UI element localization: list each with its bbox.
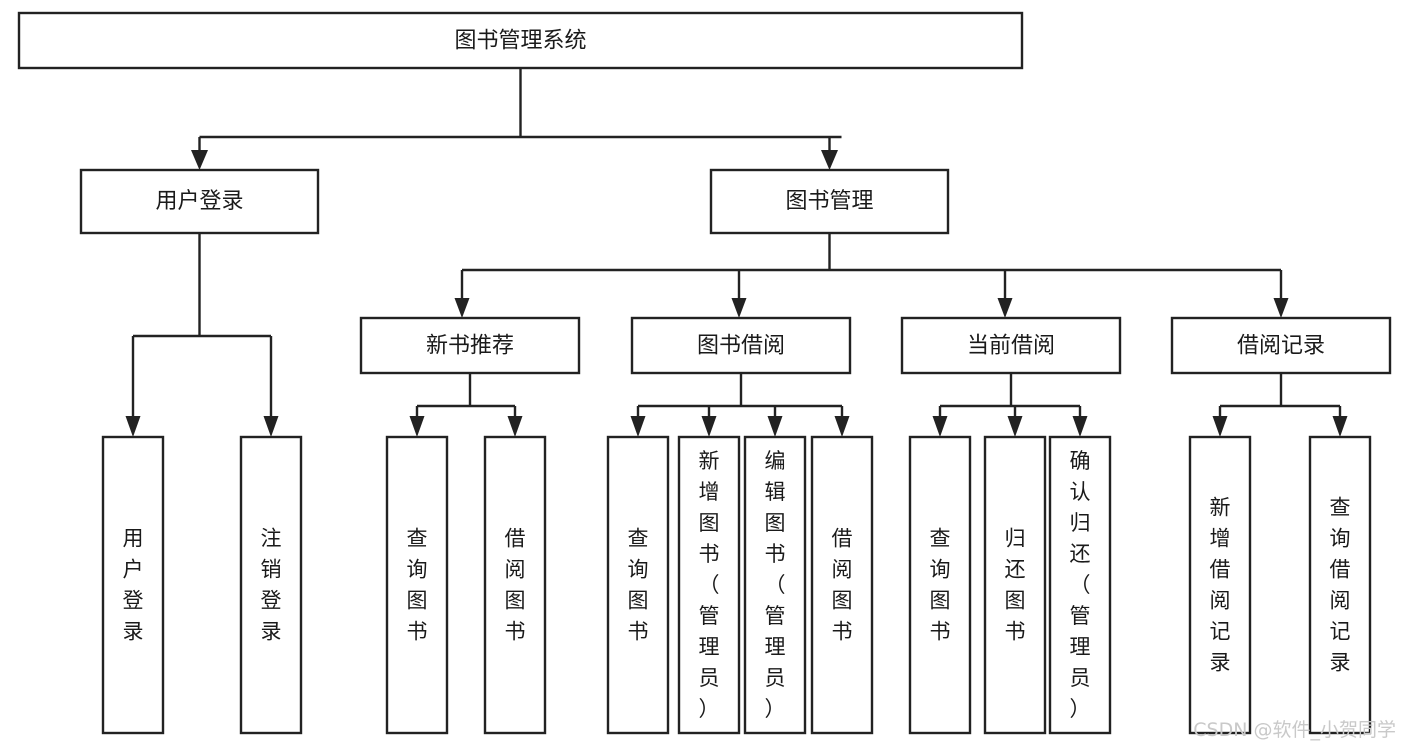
connector-current-borrow-to-leaves — [932, 373, 1088, 437]
node-current-borrow[interactable]: 当前借阅 — [900, 316, 1122, 375]
arrowhead-to-leaf-borrow-book-2 — [834, 416, 850, 437]
leaf-borrow-book-2-box[interactable] — [810, 435, 874, 735]
leaf-query-record[interactable]: 查询借阅记录 — [1308, 435, 1372, 735]
leaf-add-book-label: 新增图书（管理员） — [699, 449, 720, 721]
arrowhead-to-leaf-query-book-1 — [409, 416, 425, 437]
leaf-query-book-2[interactable]: 查询图书 — [606, 435, 670, 735]
leaf-edit-book-box[interactable] — [743, 435, 807, 735]
leaf-borrow-book-1[interactable]: 借阅图书 — [483, 435, 547, 735]
leaf-user-logout-box[interactable] — [239, 435, 303, 735]
leaf-return-book[interactable]: 归还图书 — [983, 435, 1047, 735]
arrowhead-to-leaf-add-book — [701, 416, 717, 437]
arrowhead-to-leaf-query-book-2 — [630, 416, 646, 437]
node-book-management-box[interactable] — [709, 168, 950, 235]
arrowhead-to-leaf-borrow-book-1 — [507, 416, 523, 437]
leaf-user-logout[interactable]: 注销登录 — [239, 435, 303, 735]
arrowhead-to-leaf-query-book-3 — [932, 416, 948, 437]
leaf-query-record-box[interactable] — [1308, 435, 1372, 735]
node-new-book-recommend[interactable]: 新书推荐 — [359, 316, 581, 375]
node-borrow-record[interactable]: 借阅记录 — [1170, 316, 1392, 375]
arrowhead-to-borrow-record — [1273, 298, 1289, 318]
leaf-query-book-3-box[interactable] — [908, 435, 972, 735]
arrowhead-to-leaf-confirm-return — [1072, 416, 1088, 437]
leaf-return-book-box[interactable] — [983, 435, 1047, 735]
node-book-management-label: 图书管理 — [785, 189, 873, 214]
connector-root-to-level2 — [191, 68, 842, 170]
connector-book-management-to-level3 — [454, 233, 1289, 318]
node-user-login[interactable]: 用户登录 — [79, 168, 320, 235]
node-borrow-record-box[interactable] — [1170, 316, 1392, 375]
leaf-query-book-1[interactable]: 查询图书 — [385, 435, 449, 735]
node-new-book-recommend-label: 新书推荐 — [426, 334, 514, 359]
arrowhead-to-leaf-edit-book — [767, 416, 783, 437]
arrowhead-to-book-borrow — [731, 298, 747, 318]
leaf-query-book-2-box[interactable] — [606, 435, 670, 735]
leaf-confirm-return-label: 确认归还（管理员） — [1070, 449, 1091, 721]
arrowhead-to-current-borrow — [997, 298, 1013, 318]
arrowhead-to-leaf-query-record — [1332, 416, 1348, 437]
leaf-user-login-box[interactable] — [101, 435, 165, 735]
leaf-add-record-box[interactable] — [1188, 435, 1252, 735]
leaf-query-book-3-label: 查询图书 — [930, 527, 951, 644]
csdn-watermark: CSDN @软件_小贺同学 — [1193, 719, 1396, 741]
node-user-login-label: 用户登录 — [155, 189, 243, 214]
arrowhead-to-user-login — [191, 150, 208, 170]
arrowhead-to-new-book-recommend — [454, 298, 470, 318]
arrowhead-to-leaf-return-book — [1007, 416, 1023, 437]
leaf-add-record[interactable]: 新增借阅记录 — [1188, 435, 1252, 735]
leaf-confirm-return-box[interactable] — [1048, 435, 1112, 735]
leaf-add-book[interactable]: 新增图书（管理员） — [677, 435, 741, 735]
leaf-borrow-book-2[interactable]: 借阅图书 — [810, 435, 874, 735]
node-book-borrow-box[interactable] — [630, 316, 852, 375]
leaf-query-book-2-label: 查询图书 — [628, 527, 649, 644]
node-root-system-box[interactable] — [17, 11, 1024, 70]
leaf-query-book-1-label: 查询图书 — [407, 527, 428, 644]
leaf-borrow-book-1-label: 借阅图书 — [505, 527, 526, 644]
node-new-book-recommend-box[interactable] — [359, 316, 581, 375]
leaf-user-login[interactable]: 用户登录 — [101, 435, 165, 735]
connector-book-borrow-to-leaves — [630, 373, 850, 437]
leaf-query-record-label: 查询借阅记录 — [1330, 496, 1351, 675]
node-root-system[interactable]: 图书管理系统 — [17, 11, 1024, 70]
connector-user-login-to-leaves — [125, 233, 279, 437]
leaf-add-record-label: 新增借阅记录 — [1210, 496, 1231, 675]
leaf-return-book-label: 归还图书 — [1005, 527, 1026, 644]
node-borrow-record-label: 借阅记录 — [1237, 334, 1325, 359]
leaf-query-book-1-box[interactable] — [385, 435, 449, 735]
leaf-borrow-book-2-label: 借阅图书 — [832, 527, 853, 644]
leaf-add-book-box[interactable] — [677, 435, 741, 735]
leaf-confirm-return[interactable]: 确认归还（管理员） — [1048, 435, 1112, 735]
connector-borrow-record-to-leaves — [1212, 373, 1348, 437]
node-current-borrow-label: 当前借阅 — [967, 334, 1055, 359]
leaf-borrow-book-1-box[interactable] — [483, 435, 547, 735]
node-root-system-label: 图书管理系统 — [454, 29, 586, 54]
arrowhead-to-leaf-add-record — [1212, 416, 1228, 437]
connector-new-book-recommend-to-leaves — [409, 373, 523, 437]
connectors-layer — [125, 68, 1348, 437]
leaf-user-login-label: 用户登录 — [123, 527, 144, 644]
leaf-edit-book[interactable]: 编辑图书（管理员） — [743, 435, 807, 735]
arrowhead-to-book-management — [821, 150, 838, 170]
node-book-management[interactable]: 图书管理 — [709, 168, 950, 235]
arrowhead-to-leaf-user-logout — [263, 416, 279, 437]
leaf-user-logout-label: 注销登录 — [261, 527, 282, 644]
node-current-borrow-box[interactable] — [900, 316, 1122, 375]
node-book-borrow[interactable]: 图书借阅 — [630, 316, 852, 375]
leaf-edit-book-label: 编辑图书（管理员） — [765, 449, 786, 721]
leaf-query-book-3[interactable]: 查询图书 — [908, 435, 972, 735]
node-user-login-box[interactable] — [79, 168, 320, 235]
node-book-borrow-label: 图书借阅 — [697, 334, 785, 359]
arrowhead-to-leaf-user-login — [125, 416, 141, 437]
